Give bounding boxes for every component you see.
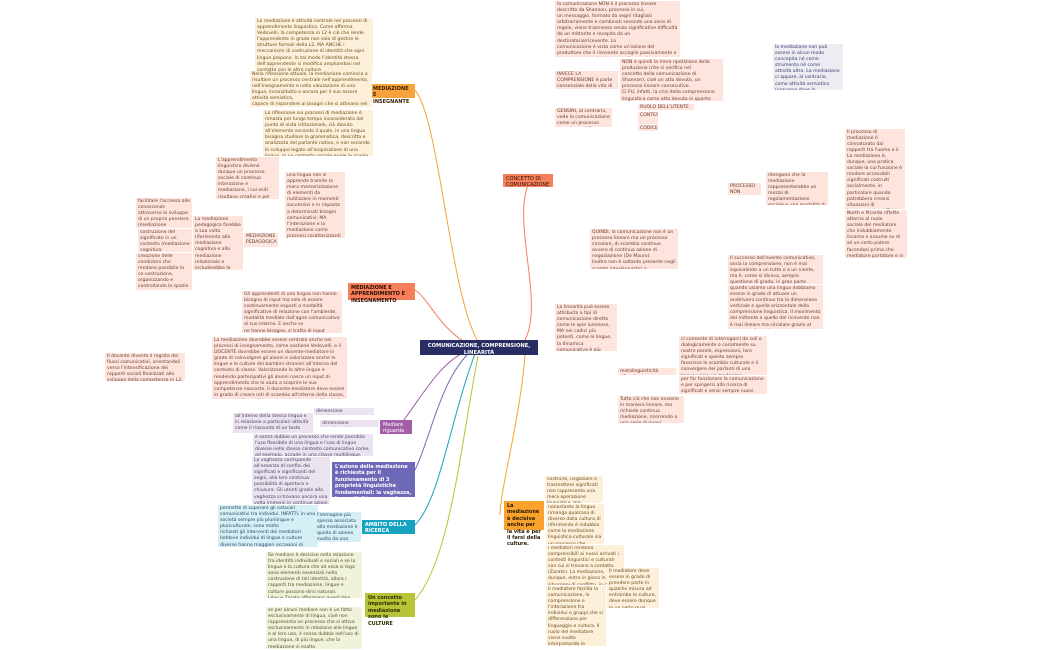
label-dimensione-intralinguistica[interactable]: dimensione intralinguistica — [320, 420, 378, 427]
label-mediazione-pedagogica[interactable]: MEDIAZIONE PEDAGOGICA — [244, 233, 278, 247]
note-processo-connaturato: Il processo di mediazione è connaturato … — [845, 129, 905, 153]
note-vaghezza: La vaghezza corrisponde all'essenza di c… — [252, 457, 330, 504]
topic-proprieta-linguistiche[interactable]: L'azione della mediazione è richiesta pe… — [332, 462, 415, 515]
note-mediazione-centrale: La mediazione è attività centrale nei pr… — [255, 18, 373, 71]
note-gensini: GENSINI, al contrario, vede la comunicaz… — [555, 108, 612, 127]
note-riflessione-processi: La riflessione sui processi di mediazion… — [263, 110, 373, 156]
note-interrogarci: ci consente di interrogarci da soli o di… — [679, 336, 767, 375]
topic-vita-culture[interactable]: La mediazione è decisiva anche per la vi… — [504, 501, 544, 547]
note-riflessione-attuale: Nella riflessione attuale, la mediazione… — [250, 71, 372, 107]
factor-ruolo-utente[interactable]: RUOLO DELL'UTENTE — [638, 104, 694, 110]
note-mediazione-cognitiva-collaborativa: costruzione del significato in un contes… — [138, 229, 192, 252]
note-mediare-decisivo: Se mediare è decisivo nella relazione tr… — [266, 552, 362, 598]
note-invece-comprensione: INVECE LA COMPRENSIONE è parte consenzia… — [555, 71, 618, 89]
note-north-picardo: North e Picardo riflette attorno al ruol… — [845, 210, 907, 258]
note-mediatore-facilita: Il mediatore facilita la comunicazione, … — [546, 586, 606, 646]
note-nonostante-lingua: nonostante la lingua rimanga qualcosa di… — [546, 504, 604, 544]
note-stessa-lingua: all'interno della stessa lingua e in rel… — [233, 413, 313, 433]
topic-concetto-comunicazione[interactable]: CONCETTO DI COMUNICAZIONE — [503, 174, 553, 188]
note-mediatori-comprensibili: i mediatori rendono comprensibili ai nuo… — [546, 545, 624, 585]
note-successo-evento: Il successo dell'evento comunicativo, os… — [728, 255, 823, 284]
note-shannon: la comunicazione NON è il processo linea… — [555, 1, 680, 57]
note-mediazione-pedagogica: La mediazione pedagogica farebbe a sua v… — [193, 216, 243, 270]
label-metalinguisticita[interactable]: metalinguisticità riflessiva — [618, 368, 676, 375]
note-superare-ostacoli: permette di superare gli ostacoli comuni… — [218, 505, 318, 547]
label-dimensione-interlinguistica[interactable]: dimensione interlinguistica — [314, 408, 374, 415]
factor-contesto[interactable]: CONTESTO — [638, 112, 658, 124]
note-linearita: La linearità può essere attribuita a tip… — [555, 304, 617, 351]
note-docente-mediatore: La mediazione dovrebbe essere centrale a… — [212, 337, 347, 399]
label-processo-non-lineare[interactable]: PROCESSO NON LINEARE — [728, 183, 761, 195]
note-quindi-circolare: QUINDI, la comunicazione non è un proces… — [590, 229, 678, 269]
note-regolamentazione-sociale: ritengono che la mediazione rappresenter… — [766, 172, 828, 205]
note-far-funzionare: per far funzionare la comunicazione e pe… — [679, 376, 767, 394]
topic-mediazione-insegnante[interactable]: MEDIAZIONE E INSEGNANTE — [370, 84, 415, 105]
topic-ricerca-italiana[interactable]: AMBITO DELLA RICERCA ITALIANA — [362, 520, 415, 541]
note-tutto-non-lineare: Tutto ciò che non avviene in maniera lin… — [618, 396, 684, 423]
note-attivita-semiotica: la mediazione non può essere in alcun mo… — [773, 44, 843, 90]
note-figura-ponte: l'immagine più spesso associata alla med… — [315, 512, 361, 542]
note-lingua-non-apprende: una lingua non si apprende tramite la me… — [285, 172, 345, 238]
factor-codice[interactable]: CODICE — [638, 125, 658, 131]
note-mediazione-cognitiva-costruzione: facilitare l'accesso alle conoscenze att… — [136, 198, 192, 228]
note-docente-regista: Il docente diventa il regista dei flussi… — [105, 353, 185, 381]
note-apprendenti-input: Gli apprendenti di una lingua non hanno … — [242, 291, 342, 333]
note-apprendimento-sociale: L'apprendimento linguistico diviene dunq… — [216, 157, 279, 199]
note-pratica-sociale: La mediazione è, dunque, una pratica soc… — [845, 153, 905, 209]
note-uso-flessibile: è senza dubbio un processo che rende pos… — [253, 434, 373, 456]
note-non-ripetizione: NON è quindi la mera ripetizione della p… — [620, 59, 723, 101]
note-mediazione-relazionale: creazione delle condizioni che rendono p… — [136, 253, 192, 290]
note-mediare-non-lingua: se per alcuni mediare non è un fatto esc… — [266, 607, 362, 649]
root-node[interactable]: COMUNICAZIONE, COMPRENSIONE, LINEARITÀ — [420, 340, 538, 356]
note-biculturale: Il mediatore deve essere in grado di pre… — [607, 568, 659, 608]
topic-mediazione-apprendimento[interactable]: MEDIAZIONE E APPRENDIMENTO E INSEGNAMENT… — [348, 283, 415, 304]
note-costruire-negoziare: costruire, negoziare e trasmettere signi… — [545, 476, 603, 503]
topic-mediare-riguarda[interactable]: Mediare riguarda — [380, 420, 412, 434]
note-andirivieni: quando usiamo una lingua dobbiamo essere… — [728, 285, 823, 329]
topic-culture[interactable]: Un concetto importante in mediazione son… — [365, 593, 415, 627]
